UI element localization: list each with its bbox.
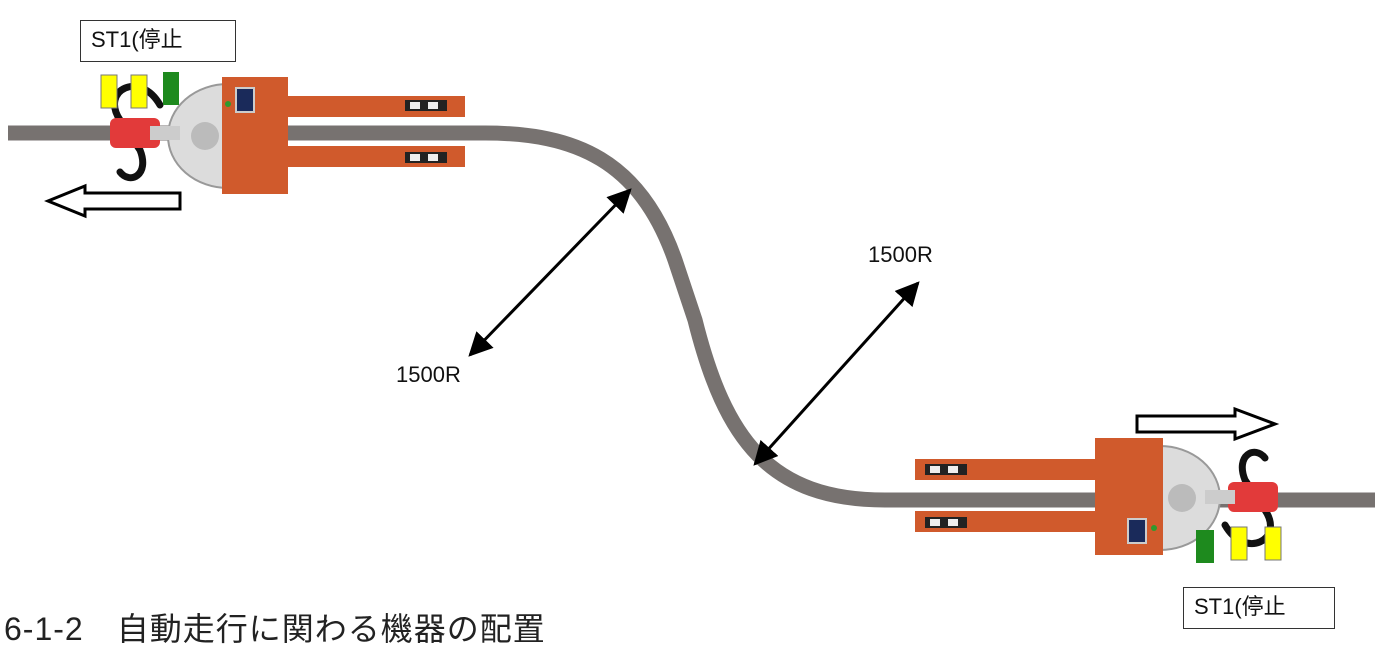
radius-arrow-lower [753, 281, 920, 466]
radius-label-upper: 1500R [396, 362, 461, 387]
radius-label-lower: 1500R [868, 242, 933, 267]
pallet-truck-icon [915, 438, 1282, 563]
station-label-bottom: ST1(停止 [1183, 587, 1335, 629]
pallet-truck-icon [100, 72, 465, 194]
arrow-left-icon [44, 183, 182, 219]
guide-path [8, 125, 1375, 508]
layout-diagram [8, 72, 1375, 563]
section-title: 6-1-2 自動走行に関わる機器の配置 [4, 611, 546, 647]
arrow-right-icon [1135, 406, 1280, 442]
radius-arrow-upper [468, 188, 632, 357]
station-label-top: ST1(停止 [80, 20, 236, 62]
